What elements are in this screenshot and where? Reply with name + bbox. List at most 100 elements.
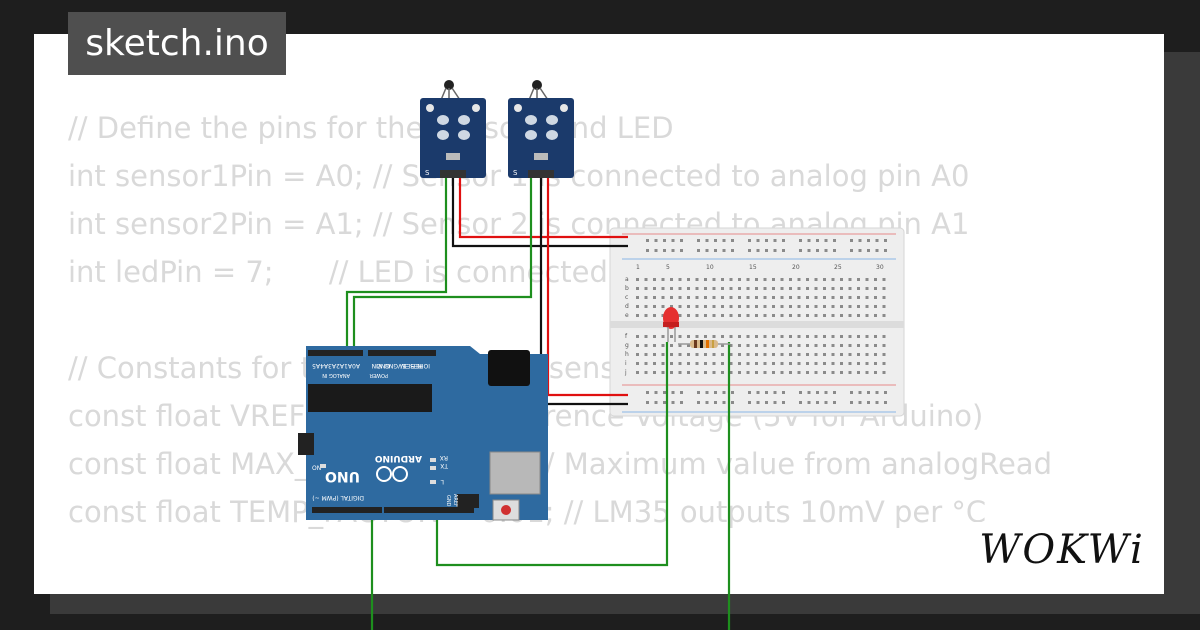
breadboard-hole — [646, 239, 649, 242]
breadboard-hole — [882, 305, 886, 308]
temperature-sensor-1[interactable]: S — [420, 80, 486, 178]
breadboard-hole — [729, 305, 733, 308]
breadboard-hole — [772, 287, 775, 290]
breadboard-hole — [780, 314, 784, 317]
breadboard-hole — [772, 362, 775, 365]
breadboard-hole — [738, 362, 741, 365]
breadboard-hole — [772, 344, 775, 347]
breadboard-hole — [661, 335, 665, 338]
breadboard-hole — [653, 278, 656, 281]
tx-label: TX — [440, 462, 449, 469]
wire-sensor1-black — [451, 178, 628, 248]
breadboard-hole — [840, 362, 843, 365]
breadboard-hole — [765, 401, 768, 404]
breadboard-hole — [806, 371, 809, 374]
breadboard-hole — [789, 305, 792, 308]
wire-sensor1-red — [458, 178, 628, 239]
breadboard-hole — [865, 296, 869, 299]
breadboard-hole — [814, 305, 818, 308]
breadboard-hole — [806, 296, 809, 299]
breadboard-hole — [721, 371, 724, 374]
breadboard-hole — [857, 335, 860, 338]
breadboard-hole — [848, 353, 852, 356]
breadboard-hole — [653, 335, 656, 338]
breadboard-hole — [644, 362, 648, 365]
breadboard-hole — [748, 249, 751, 252]
breadboard-hole — [721, 305, 724, 308]
reset-button-cap — [501, 505, 511, 515]
breadboard-hole — [780, 344, 784, 347]
gnd-label: GND — [445, 495, 451, 507]
breadboard-hole — [833, 249, 836, 252]
breadboard-hole — [671, 391, 675, 394]
breadboard-hole — [789, 314, 792, 317]
file-tab[interactable]: sketch.ino — [68, 12, 286, 75]
breadboard-hole — [840, 314, 843, 317]
breadboard-hole — [763, 362, 767, 365]
breadboard-hole — [712, 371, 716, 374]
breadboard-hole — [806, 344, 809, 347]
breadboard-hole — [763, 353, 767, 356]
breadboard-hole — [763, 335, 767, 338]
breadboard-hole — [875, 391, 879, 394]
breadboard-hole — [644, 371, 648, 374]
breadboard-hole — [714, 249, 717, 252]
breadboard-hole — [865, 314, 869, 317]
breadboard-hole — [884, 391, 887, 394]
breadboard-hole — [704, 278, 707, 281]
breadboard-hole — [653, 344, 656, 347]
breadboard-hole — [840, 371, 843, 374]
breadboard-hole — [850, 239, 853, 242]
breadboard-hole — [782, 249, 785, 252]
arduino-uno-board[interactable]: A5 A4 A3 A2 A1 A0 ANALOG IN VIN GND GND … — [298, 346, 548, 521]
breadboard-hole — [780, 278, 784, 281]
breadboard-hole — [680, 391, 683, 394]
breadboard-hole — [712, 335, 716, 338]
breadboard-hole — [857, 314, 860, 317]
breadboard-hole — [721, 344, 724, 347]
breadboard-hole — [882, 314, 886, 317]
pin-label-gnd2: GND — [384, 362, 398, 369]
breadboard-hole — [670, 296, 673, 299]
breadboard-hole — [850, 401, 853, 404]
board-model-label: UNO — [325, 468, 360, 484]
breadboard-hole — [738, 335, 741, 338]
pin-label-a0: A0 — [352, 362, 360, 369]
breadboard-hole — [704, 314, 707, 317]
pin-label-gnd1: GND — [376, 362, 390, 369]
breadboard-hole — [738, 353, 741, 356]
breadboard-hole — [704, 362, 707, 365]
breadboard-hole — [721, 296, 724, 299]
power-jack — [488, 350, 530, 386]
breadboard-hole — [661, 305, 665, 308]
breadboard-hole — [875, 249, 879, 252]
breadboard-hole — [782, 391, 785, 394]
breadboard-hole — [661, 314, 665, 317]
breadboard-hole — [755, 278, 758, 281]
breadboard-hole — [857, 305, 860, 308]
breadboard-hole — [748, 401, 751, 404]
breadboard-hole — [712, 278, 716, 281]
breadboard-hole — [653, 296, 656, 299]
breadboard-hole — [867, 249, 870, 252]
breadboard-hole — [654, 391, 658, 394]
breadboard-hole — [882, 344, 886, 347]
breadboard-hole — [763, 305, 767, 308]
breadboard-hole — [848, 296, 852, 299]
breadboard-hole — [687, 362, 690, 365]
breadboard: 1 5 10 15 20 25 30 a b c d e f g h i j — [609, 227, 905, 417]
red-led[interactable] — [663, 307, 679, 342]
pin-label-3v3: 3.3V — [399, 362, 414, 369]
breadboard-hole — [780, 335, 784, 338]
breadboard-hole — [661, 296, 665, 299]
breadboard-hole — [814, 296, 818, 299]
row-letter-d: d — [625, 303, 629, 310]
breadboard-hole — [867, 239, 870, 242]
breadboard-hole — [814, 344, 818, 347]
resistor[interactable] — [678, 340, 730, 348]
row-letter-h: h — [625, 351, 629, 358]
breadboard-hole — [823, 344, 826, 347]
temperature-sensor-2[interactable]: S — [508, 80, 574, 178]
breadboard-hole — [755, 296, 758, 299]
breadboard-hole — [746, 278, 750, 281]
